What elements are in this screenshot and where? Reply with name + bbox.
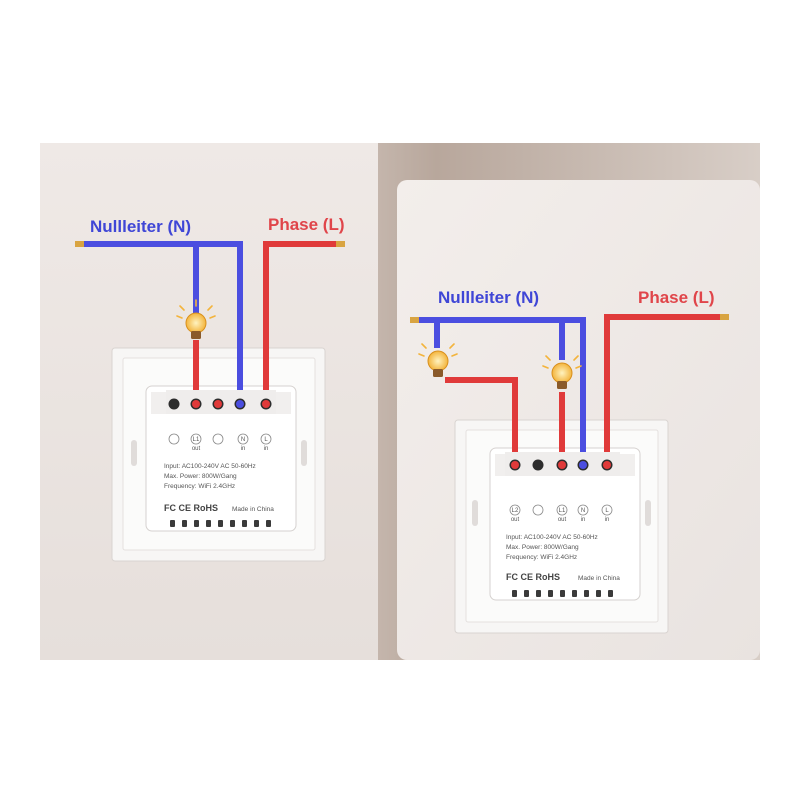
right-terminal-N-label: N bbox=[581, 508, 585, 514]
right-terminal-L2-sub: out bbox=[511, 517, 520, 523]
right-light-bulb-icon-1 bbox=[418, 343, 458, 377]
right-spec-text: Input: AC100-240V AC 50-60Hz Max. Power:… bbox=[506, 534, 620, 582]
left-spec-text: Input: AC100-240V AC 50-60Hz Max. Power:… bbox=[164, 463, 274, 513]
right-phase-wires bbox=[445, 314, 728, 462]
left-terminal-N-sub: in bbox=[241, 446, 246, 452]
right-neutral-wires bbox=[410, 317, 586, 462]
left-terminal-L-sub: in bbox=[264, 446, 269, 452]
right-terminal-labels: L2 out L1 out N in L in bbox=[509, 504, 613, 523]
right-terminal-L1-sub: out bbox=[558, 517, 567, 523]
right-phase-label: Phase (L) bbox=[638, 288, 715, 307]
left-terminal-L-label: L bbox=[264, 437, 268, 443]
right-made-in: Made in China bbox=[578, 575, 620, 582]
left-terminal-block bbox=[166, 390, 276, 414]
left-phase-wire-end bbox=[336, 241, 345, 247]
right-terminal-L2-label: L2 bbox=[512, 508, 519, 514]
left-neutral-wire-end bbox=[75, 241, 84, 247]
left-terminal-L1-label: L1 bbox=[193, 437, 200, 443]
right-cert-marks: FC CE RoHS bbox=[506, 572, 560, 582]
left-cert-marks: FC CE RoHS bbox=[164, 503, 218, 513]
left-light-bulb-icon bbox=[176, 299, 216, 339]
right-neutral-wire-end bbox=[410, 317, 419, 323]
right-terminal-L-label: L bbox=[605, 508, 609, 514]
right-spec-line-2: Max. Power: 800W/Gang bbox=[506, 544, 579, 551]
right-light-bulb-icon-2 bbox=[542, 355, 582, 389]
right-terminal-L1-label: L1 bbox=[559, 508, 566, 514]
left-phase-label: Phase (L) bbox=[268, 215, 345, 234]
right-spec-line-3: Frequency: WiFi 2.4GHz bbox=[506, 554, 577, 561]
left-module-vents bbox=[170, 520, 271, 527]
right-terminal-L-sub: in bbox=[605, 517, 610, 523]
right-neutral-label: Nullleiter (N) bbox=[438, 288, 539, 307]
left-spec-line-3: Frequency: WiFi 2.4GHz bbox=[164, 483, 235, 490]
left-neutral-wires bbox=[75, 241, 243, 404]
left-terminal-L1-sub: out bbox=[192, 446, 201, 452]
left-made-in: Made in China bbox=[232, 506, 274, 513]
right-spec-line-1: Input: AC100-240V AC 50-60Hz bbox=[506, 534, 598, 541]
left-spec-line-2: Max. Power: 800W/Gang bbox=[164, 473, 237, 480]
right-terminal-block bbox=[505, 452, 620, 476]
right-module-vents bbox=[512, 590, 613, 597]
left-neutral-label: Nullleiter (N) bbox=[90, 217, 191, 236]
right-phase-wire-end bbox=[720, 314, 729, 320]
left-terminal-labels: L1 out N in L in bbox=[168, 433, 272, 452]
right-terminal-N-sub: in bbox=[581, 517, 586, 523]
left-spec-line-1: Input: AC100-240V AC 50-60Hz bbox=[164, 463, 256, 470]
left-terminal-N-label: N bbox=[241, 437, 245, 443]
